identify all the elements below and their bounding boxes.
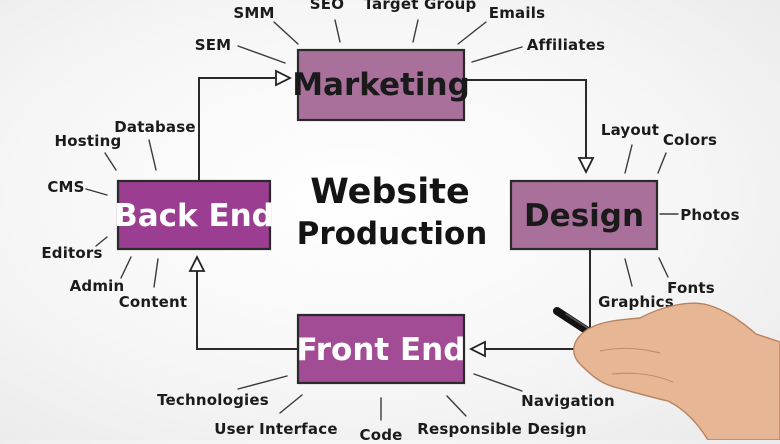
- back-end-item-content: Content: [119, 293, 188, 311]
- back-end-item-admin: Admin: [70, 277, 125, 295]
- flow-design-to-frontend: [477, 249, 591, 350]
- back-end-item-hosting: Hosting: [55, 132, 122, 150]
- front-end-item-code: Code: [359, 426, 402, 440]
- marketing-item-seo: SEO: [310, 0, 344, 13]
- hand-with-pen-illustration: [553, 302, 780, 441]
- flow-marketing-to-design: [463, 79, 587, 162]
- back-end-box: Back End: [114, 179, 274, 251]
- back-end-item-cms: CMS: [47, 178, 84, 196]
- front-end-label: Front End: [297, 332, 466, 368]
- front-end-item-user-interface: User Interface: [214, 420, 337, 438]
- back-end-item-editors: Editors: [41, 244, 102, 262]
- design-box: Design: [509, 179, 659, 251]
- design-item-photos: Photos: [680, 206, 740, 224]
- front-end-box: Front End: [297, 313, 466, 385]
- flow-connectors: [188, 69, 595, 358]
- center-subtitle: Production: [297, 216, 488, 252]
- finger-crease: [599, 347, 661, 354]
- marketing-item-emails: Emails: [489, 4, 545, 22]
- design-rays: [624, 144, 679, 287]
- front-end-item-technologies: Technologies: [157, 391, 269, 409]
- arrowhead-into-marketing: [275, 69, 293, 87]
- back-end-label: Back End: [114, 198, 274, 234]
- marketing-item-affiliates: Affiliates: [527, 36, 605, 54]
- marketing-item-smm: SMM: [233, 4, 274, 22]
- marketing-label: Marketing: [292, 67, 470, 103]
- arrowhead-into-frontend: [468, 340, 486, 358]
- marketing-item-sem: SEM: [195, 36, 232, 54]
- design-item-graphics: Graphics: [598, 293, 674, 311]
- finger-crease-2: [611, 372, 674, 383]
- front-end-item-navigation: Navigation: [521, 392, 615, 410]
- center-title: Website: [310, 172, 469, 212]
- design-label: Design: [524, 198, 644, 234]
- design-item-colors: Colors: [663, 131, 717, 149]
- arrowhead-into-backend: [188, 254, 206, 272]
- marketing-box: Marketing: [292, 48, 470, 122]
- front-end-rays: [237, 373, 523, 421]
- hand: [573, 302, 780, 441]
- arrowhead-into-design: [577, 157, 595, 175]
- marketing-rays: [237, 19, 523, 64]
- design-item-fonts: Fonts: [667, 279, 715, 297]
- marketing-item-target-group: Target Group: [364, 0, 477, 13]
- flow-frontend-to-backend: [196, 262, 298, 350]
- front-end-item-responsible-design: Responsible Design: [417, 420, 586, 438]
- design-item-layout: Layout: [601, 121, 659, 139]
- flow-backend-to-marketing: [198, 77, 286, 181]
- back-end-rays: [85, 139, 159, 288]
- back-end-item-database: Database: [114, 118, 195, 136]
